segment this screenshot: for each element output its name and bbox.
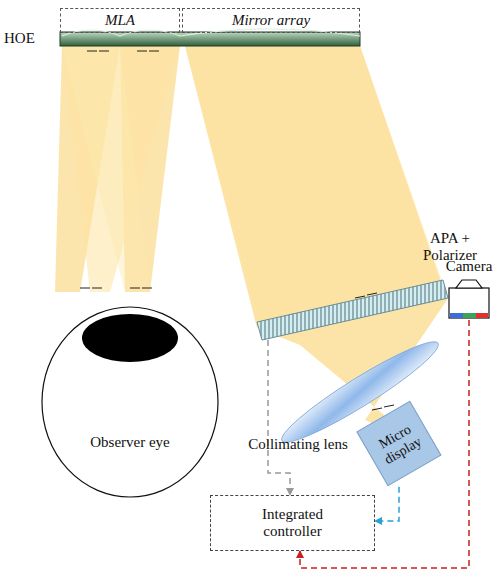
light-cone: [62, 46, 180, 292]
node-label: Camera: [439, 258, 497, 275]
hoe-label: HOE: [4, 30, 56, 47]
mirror-array-box: Mirror array: [182, 8, 360, 33]
lens-label: Collimating lens: [248, 436, 348, 453]
controller-box: Integrated controller: [210, 495, 375, 551]
node-label: MLA: [105, 12, 135, 29]
micro-display-box: Micro display: [356, 401, 441, 487]
node-label: Mirror array: [232, 12, 310, 29]
hoe-plate: [60, 32, 360, 46]
eye-node: Observer eye: [70, 420, 190, 466]
camera-node: Camera: [449, 280, 489, 318]
mla-box: MLA: [60, 8, 180, 33]
eye-outline: [42, 307, 218, 497]
signal-connector: [268, 340, 290, 495]
node-label: Observer eye: [85, 434, 175, 451]
light-cone: [62, 46, 150, 292]
polarization-marks: [80, 51, 394, 410]
node-label: Micro display: [367, 416, 431, 471]
pupil: [82, 314, 178, 362]
signal-connector: [375, 487, 399, 521]
node-label: Integrated controller: [233, 506, 353, 541]
apa-node: APA + Polarizer: [258, 282, 448, 340]
light-beam: [185, 46, 447, 445]
apa-plate: [257, 280, 448, 340]
camera-icon: [449, 280, 489, 318]
